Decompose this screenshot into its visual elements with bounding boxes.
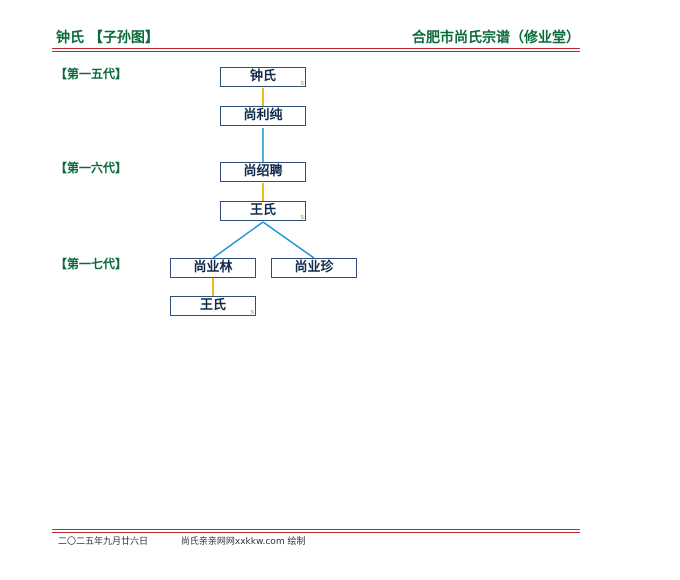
descent-connector xyxy=(212,221,264,259)
spouse-marker: s xyxy=(250,308,254,316)
generation-15-label: 【第一五代】 xyxy=(55,67,128,81)
person-name: 王氏 xyxy=(199,298,226,313)
footer-date: 二〇二五年九月廿六日 xyxy=(58,537,149,547)
spouse-marker: s xyxy=(300,213,304,221)
person-node-wangshi[interactable]: 王氏 s xyxy=(220,201,306,221)
person-name: 王氏 xyxy=(249,203,276,218)
person-node-shanglichun[interactable]: 尚利纯 xyxy=(220,106,306,126)
footer-credit: 尚氏亲亲网网xxkkw.com 绘制 xyxy=(180,537,306,547)
person-name: 尚利纯 xyxy=(243,108,283,123)
footer: 二〇二五年九月廿六日 尚氏亲亲网网xxkkw.com 绘制 xyxy=(58,537,305,548)
person-node-shangyezhen[interactable]: 尚业珍 xyxy=(271,258,357,278)
person-name: 尚业珍 xyxy=(294,260,334,275)
person-node-shangshaopin[interactable]: 尚绍聘 xyxy=(220,162,306,182)
person-name: 尚业林 xyxy=(193,260,233,275)
person-name: 钟氏 xyxy=(249,69,276,84)
chart-title: 钟氏 【子孙图】 xyxy=(56,30,159,46)
person-node-wangshi-2[interactable]: 王氏 s xyxy=(170,296,256,316)
person-node-shangyelin[interactable]: 尚业林 xyxy=(170,258,256,278)
footer-rule-top xyxy=(52,529,580,530)
footer-rule-bottom xyxy=(52,532,580,533)
person-name: 尚绍聘 xyxy=(243,164,283,179)
spouse-marker: s xyxy=(300,79,304,87)
descent-connector xyxy=(262,221,315,259)
header-rule-bottom xyxy=(52,51,580,52)
generation-16-label: 【第一六代】 xyxy=(55,161,128,175)
person-node-zhongshi[interactable]: 钟氏 s xyxy=(220,67,306,87)
genealogy-title: 合肥市尚氏宗谱（修业堂） xyxy=(412,30,580,46)
header-rule-top xyxy=(52,48,580,49)
generation-17-label: 【第一七代】 xyxy=(55,257,128,271)
